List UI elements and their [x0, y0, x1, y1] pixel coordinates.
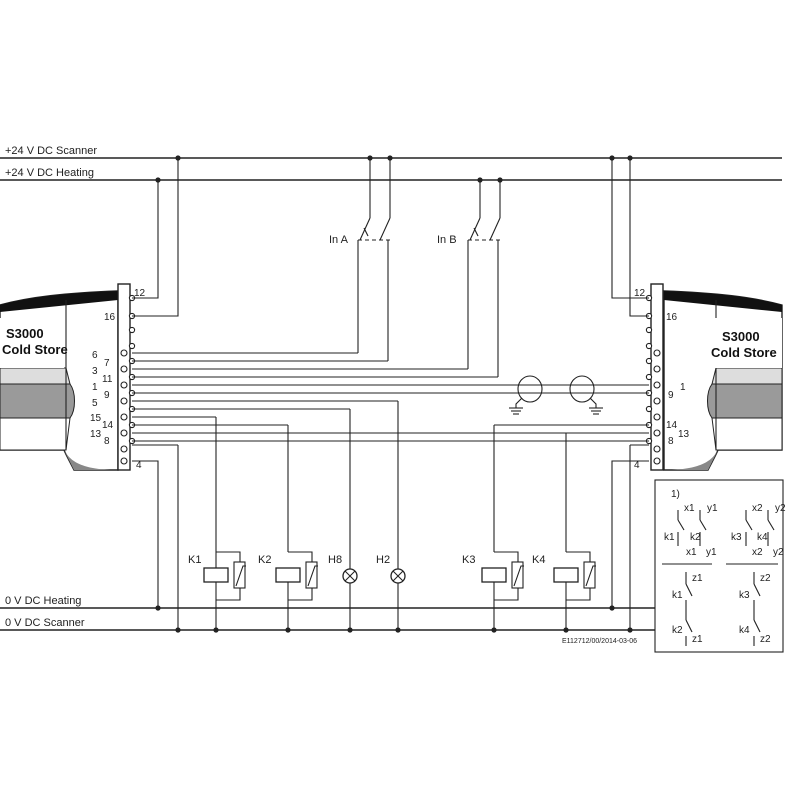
input-a-label: In A — [329, 234, 349, 246]
legend-k2b: k2 — [672, 625, 683, 636]
relay-k3-label: K3 — [462, 554, 475, 566]
input-b-label: In B — [437, 234, 457, 246]
legend-k1: k1 — [664, 532, 675, 543]
left-pin-5: 5 — [92, 398, 98, 409]
legend-k2: k2 — [690, 532, 701, 543]
document-id: E112712/00/2014-03-06 — [562, 638, 637, 645]
legend-z1: z1 — [692, 573, 703, 584]
left-pin-6: 6 — [92, 350, 98, 361]
right-scanner-device: S3000 Cold Store — [650, 283, 783, 471]
lamp-h8-label: H8 — [328, 554, 342, 566]
legend-x2b: x2 — [752, 547, 763, 558]
relay-k4: K4 — [532, 433, 596, 633]
right-pin-9: 9 — [668, 390, 674, 401]
legend-y1b: y1 — [706, 547, 717, 558]
legend-z2: z2 — [760, 573, 771, 584]
right-device-name-2: Cold Store — [711, 345, 777, 360]
left-pin-14: 14 — [102, 420, 114, 431]
left-power-wiring — [132, 155, 181, 633]
legend-y2: y2 — [775, 503, 786, 514]
rail-24v-heating-label: +24 V DC Heating — [5, 167, 94, 179]
rail-0v-heating-label: 0 V DC Heating — [5, 595, 81, 607]
right-pin-8: 8 — [668, 436, 674, 447]
relay-k3: K3 — [462, 425, 524, 633]
lamp-h8: H8 — [328, 409, 358, 633]
left-terminal-strip — [117, 283, 131, 471]
cable-shields — [509, 375, 603, 415]
right-terminal-pins: 12 16 1 9 14 13 8 4 — [634, 288, 690, 471]
contact-legend: 1) x1 y1 k1 k2 x1 y1 x2 y2 k3 k4 x2 y2 z… — [654, 479, 786, 653]
legend-x2: x2 — [752, 503, 763, 514]
relay-k2: K2 — [258, 425, 318, 633]
legend-y1: y1 — [707, 503, 718, 514]
right-pin-12: 12 — [634, 288, 646, 299]
left-device-name-1: S3000 — [6, 326, 44, 341]
signal-lines — [132, 352, 649, 442]
relay-k4-label: K4 — [532, 554, 545, 566]
legend-y2b: y2 — [773, 547, 784, 558]
legend-x1b: x1 — [686, 547, 697, 558]
power-rails: +24 V DC Scanner +24 V DC Heating 0 V DC… — [0, 145, 782, 631]
lamp-h2: H2 — [376, 401, 406, 633]
left-pin-11: 11 — [102, 374, 113, 385]
lamp-h2-label: H2 — [376, 554, 390, 566]
legend-k1b: k1 — [672, 590, 683, 601]
left-pin-3: 3 — [92, 366, 98, 377]
legend-k3b: k3 — [739, 590, 750, 601]
legend-k4b: k4 — [739, 625, 750, 636]
legend-k3: k3 — [731, 532, 742, 543]
left-pin-4: 4 — [136, 460, 142, 471]
input-a-switch: In A — [329, 155, 393, 361]
right-terminal-strip — [650, 283, 664, 471]
legend-z1b: z1 — [692, 634, 703, 645]
right-power-wiring — [609, 155, 649, 633]
left-pin-1: 1 — [92, 382, 98, 393]
left-pin-7: 7 — [104, 358, 110, 369]
right-pin-16: 16 — [666, 312, 678, 323]
left-pin-15: 15 — [90, 413, 102, 424]
relay-k1: K1 — [188, 417, 246, 633]
left-scanner-device: S3000 Cold Store — [0, 283, 131, 471]
right-pin-4: 4 — [634, 460, 640, 471]
relay-k1-label: K1 — [188, 554, 201, 566]
right-device-name-1: S3000 — [722, 329, 760, 344]
relay-k2-label: K2 — [258, 554, 271, 566]
legend-z2b: z2 — [760, 634, 771, 645]
left-pin-16: 16 — [104, 312, 116, 323]
right-pin-1: 1 — [680, 382, 686, 393]
legend-x1: x1 — [684, 503, 695, 514]
legend-note: 1) — [671, 489, 680, 500]
right-pin-13: 13 — [678, 429, 690, 440]
left-pin-8: 8 — [104, 436, 110, 447]
right-pin-14: 14 — [666, 420, 678, 431]
left-pin-12: 12 — [134, 288, 146, 299]
input-b-switch: In B — [437, 177, 503, 377]
left-pin-13: 13 — [90, 429, 102, 440]
rail-24v-scanner-label: +24 V DC Scanner — [5, 145, 97, 157]
legend-k4: k4 — [757, 532, 768, 543]
left-pin-9: 9 — [104, 390, 110, 401]
left-device-name-2: Cold Store — [2, 342, 68, 357]
rail-0v-scanner-label: 0 V DC Scanner — [5, 617, 85, 629]
